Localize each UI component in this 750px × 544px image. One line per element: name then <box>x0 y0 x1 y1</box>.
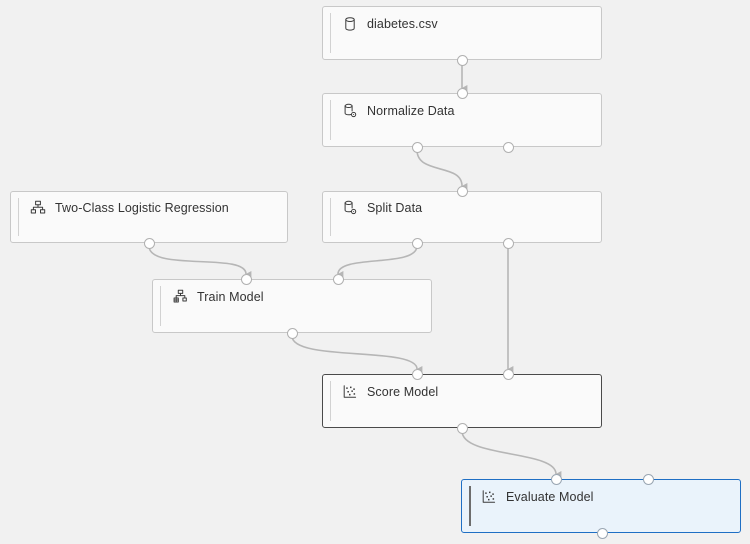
output-port-split-data-2[interactable] <box>502 237 514 249</box>
node-body: Two-Class Logistic Regression <box>11 192 287 242</box>
node-accent-bar <box>330 100 331 140</box>
node-header: Score Model <box>342 384 438 400</box>
output-port-split-data-1[interactable] <box>411 237 423 249</box>
output-port-evaluate-model-1[interactable] <box>596 527 608 539</box>
edge-split-to-train[interactable] <box>337 245 418 278</box>
node-accent-bar <box>330 381 331 421</box>
pipeline-node-normalize[interactable]: Normalize Data <box>322 93 602 147</box>
input-port-score-model-2[interactable] <box>502 368 514 380</box>
node-label: Evaluate Model <box>506 490 594 504</box>
output-port-normalize-1[interactable] <box>411 141 423 153</box>
pipeline-node-split-data[interactable]: Split Data <box>322 191 602 243</box>
node-body: diabetes.csv <box>323 7 601 59</box>
input-port-normalize-1[interactable] <box>456 87 468 99</box>
output-port-logistic-regression-1[interactable] <box>143 237 155 249</box>
node-body: Normalize Data <box>323 94 601 146</box>
output-port-dataset-1[interactable] <box>456 54 468 66</box>
node-body: Split Data <box>323 192 601 242</box>
node-accent-bar <box>330 198 331 236</box>
input-port-evaluate-model-2[interactable] <box>642 473 654 485</box>
pipeline-node-train-model[interactable]: Train Model <box>152 279 432 333</box>
node-header: Evaluate Model <box>481 489 594 505</box>
database-icon <box>342 16 358 32</box>
node-body: Evaluate Model <box>462 480 740 532</box>
input-port-split-data-1[interactable] <box>456 185 468 197</box>
node-body: Score Model <box>323 375 601 427</box>
node-accent-bar <box>160 286 161 326</box>
edge-score-to-evaluate[interactable] <box>461 430 562 477</box>
input-port-train-model-2[interactable] <box>332 273 344 285</box>
database-gear-icon <box>342 103 358 119</box>
node-accent-bar <box>469 486 471 526</box>
node-label: Two-Class Logistic Regression <box>55 201 229 215</box>
node-label: diabetes.csv <box>367 17 438 31</box>
hierarchy-icon <box>30 200 46 216</box>
output-port-train-model-1[interactable] <box>286 327 298 339</box>
input-port-score-model-1[interactable] <box>411 368 423 380</box>
node-label: Score Model <box>367 385 439 399</box>
edge-train-to-score[interactable] <box>291 335 423 372</box>
node-label: Normalize Data <box>367 104 455 118</box>
node-accent-bar <box>18 198 19 236</box>
scatter-plot-icon <box>481 489 497 505</box>
pipeline-node-score-model[interactable]: Score Model <box>322 374 602 428</box>
edge-normalize-to-split[interactable] <box>416 149 468 189</box>
node-accent-bar <box>330 13 331 53</box>
node-label: Train Model <box>197 290 264 304</box>
input-port-evaluate-model-1[interactable] <box>550 473 562 485</box>
output-port-normalize-2[interactable] <box>502 141 514 153</box>
node-label: Split Data <box>367 201 423 215</box>
input-port-train-model-1[interactable] <box>240 273 252 285</box>
node-header: Normalize Data <box>342 103 455 119</box>
pipeline-node-evaluate-model[interactable]: Evaluate Model <box>461 479 741 533</box>
pipeline-node-logistic-regression[interactable]: Two-Class Logistic Regression <box>10 191 288 243</box>
output-port-score-model-1[interactable] <box>456 422 468 434</box>
database-gear-icon <box>342 200 358 216</box>
edge-regression-to-train[interactable] <box>148 245 252 277</box>
pipeline-node-dataset[interactable]: diabetes.csv <box>322 6 602 60</box>
node-header: Train Model <box>172 289 264 305</box>
node-header: Two-Class Logistic Regression <box>30 200 229 216</box>
node-body: Train Model <box>153 280 431 332</box>
node-header: diabetes.csv <box>342 16 438 32</box>
node-header: Split Data <box>342 200 422 216</box>
scatter-plot-icon <box>342 384 358 400</box>
model-hierarchy-icon <box>172 289 188 305</box>
